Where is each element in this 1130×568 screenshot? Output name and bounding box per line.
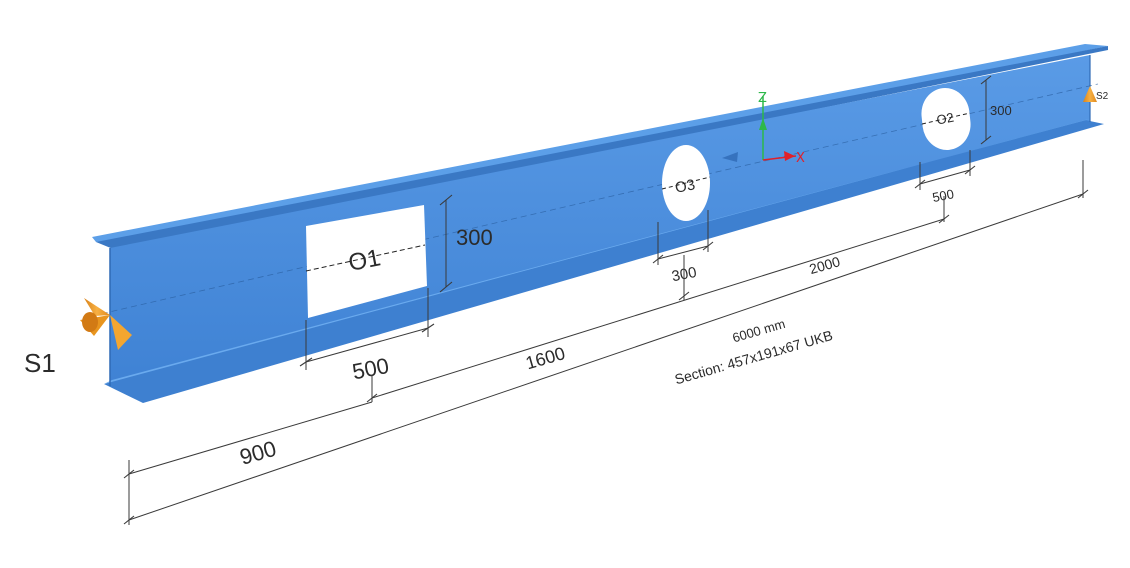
dim-o2-height-label: 300 [990,103,1012,118]
z-axis-arrow [759,118,767,130]
support-s1-cone-top [84,298,110,316]
support-s1-label: S1 [24,348,56,378]
z-axis-label: Z [758,91,767,106]
dim-o2-height: 300 [980,75,1012,145]
dim-o2-width: 500 [914,150,976,205]
x-axis-arrow [784,151,795,161]
dim-900-label: 900 [237,436,279,470]
dim-o2-width-label: 500 [931,186,955,205]
opening-o3-axis [661,176,711,190]
opening-o1-label: O1 [346,244,383,277]
dim-900: 900 [123,401,373,525]
dim-2000-label: 2000 [807,253,842,277]
opening-o3-label: O3 [674,176,697,197]
dim-o1-height: 300 [439,194,493,293]
dim-1600-label: 1600 [523,343,567,373]
support-s2-label: S2 [1096,91,1109,102]
y-axis-arrow [722,152,738,162]
axes-triad: Z X [722,91,805,166]
support-s2-cone [1083,86,1097,102]
support-s2[interactable]: S2 [1083,86,1109,102]
support-s1-hub [82,312,98,332]
opening-o1-axis [305,244,426,272]
opening-o2-axis [921,112,971,125]
support-s1[interactable]: S1 [24,298,132,378]
bottom-flange [104,120,1104,403]
opening-o1-shape [306,205,427,318]
support-s1-cone-right [110,315,132,350]
dim-o1-height-label: 300 [456,225,493,250]
opening-o3[interactable]: O3 [661,145,711,221]
opening-o1[interactable]: O1 [305,205,427,318]
opening-o2-label: O2 [935,110,955,128]
i-beam[interactable] [91,44,1108,403]
x-axis-label: X [796,151,805,166]
dim-o1-width-label: 500 [350,353,391,385]
dim-o1-width: 500 [299,288,435,385]
top-flange-edge [96,46,1108,251]
opening-o2[interactable]: O2 [919,86,973,153]
